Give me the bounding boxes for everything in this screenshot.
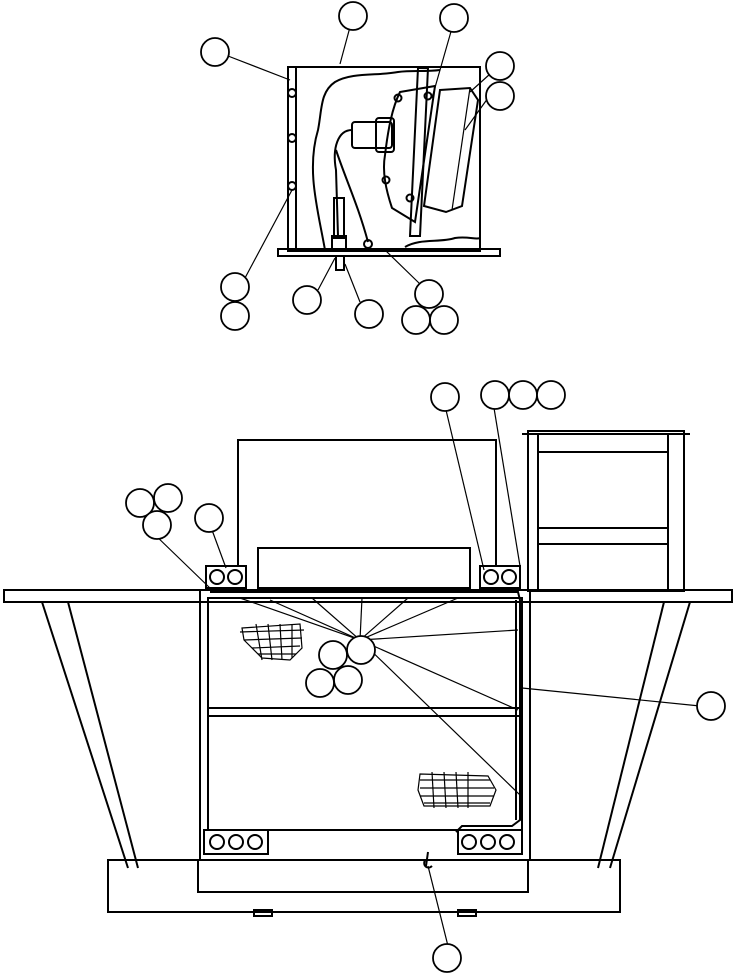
callout-balloon bbox=[439, 3, 469, 33]
callout-balloon bbox=[200, 37, 230, 67]
detail-view-lamp-housing bbox=[277, 66, 501, 271]
mesh-hatch-upper bbox=[239, 623, 305, 661]
callout-balloon bbox=[480, 380, 510, 410]
light-cluster-lower-right bbox=[457, 829, 523, 855]
callout-balloon bbox=[414, 279, 444, 309]
callout-balloon bbox=[536, 380, 566, 410]
detail-leader-lines bbox=[227, 26, 491, 303]
callout-balloon bbox=[318, 640, 348, 670]
callout-balloon bbox=[346, 635, 376, 665]
callout-balloon bbox=[153, 483, 183, 513]
callout-balloon bbox=[338, 1, 368, 31]
callout-balloon bbox=[429, 305, 459, 335]
callout-balloon bbox=[485, 51, 515, 81]
light-cluster-upper-right bbox=[479, 565, 521, 589]
callout-balloon bbox=[354, 299, 384, 329]
callout-balloon bbox=[142, 510, 172, 540]
main-leader-lines bbox=[151, 407, 701, 947]
callout-balloon bbox=[401, 305, 431, 335]
callout-balloon bbox=[220, 272, 250, 302]
callout-balloon bbox=[220, 301, 250, 331]
callout-balloon bbox=[194, 503, 224, 533]
mesh-hatch-lower bbox=[417, 771, 497, 809]
callout-balloon bbox=[333, 665, 363, 695]
callout-balloon bbox=[485, 81, 515, 111]
callout-balloon bbox=[508, 380, 538, 410]
callout-balloon bbox=[430, 382, 460, 412]
light-cluster-lower-left bbox=[203, 829, 269, 855]
callout-balloon bbox=[696, 691, 726, 721]
wiring-harness bbox=[210, 591, 521, 869]
main-view-trailer-rear bbox=[3, 430, 733, 917]
callout-balloon bbox=[292, 285, 322, 315]
callout-balloon bbox=[432, 943, 462, 973]
light-cluster-upper-left bbox=[205, 565, 247, 589]
callout-balloon bbox=[305, 668, 335, 698]
